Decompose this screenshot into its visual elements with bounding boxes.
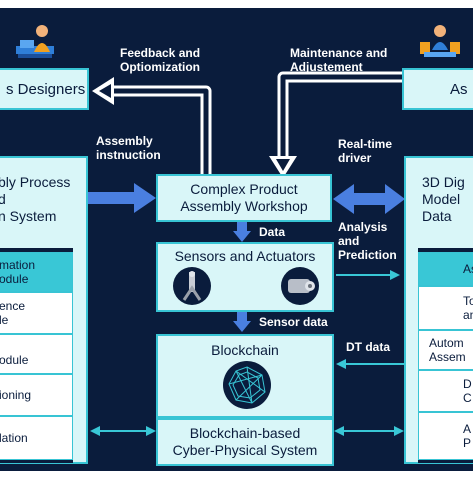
analysis-arrow: [336, 270, 400, 280]
dt-data-arrow: [336, 359, 404, 369]
assembler-person-icon: [420, 25, 460, 57]
data-label: Data: [259, 225, 286, 239]
designer-person-icon: [16, 25, 54, 58]
right-module-1: As: [418, 252, 473, 286]
cps-right-arrow: [334, 426, 404, 436]
assembler-box: As: [402, 68, 473, 110]
left-module-3: odule: [0, 334, 73, 374]
blockchain-network-icon: [223, 361, 271, 409]
sensor-data-label: Sensor data: [259, 315, 328, 329]
actuator-motor-icon: [281, 267, 319, 305]
robot-arm-icon: [173, 267, 211, 305]
data-arrow: [233, 222, 251, 242]
left-module-4: ioning: [0, 374, 73, 416]
cps-box: Blockchain-based Cyber-Physical System: [156, 418, 334, 466]
arrows-layer: [86, 71, 405, 436]
sensors-box: Sensors and Actuators: [156, 242, 334, 312]
assembler-box-label: As: [450, 80, 468, 98]
cps-left-arrow: [90, 426, 156, 436]
sensors-box-label: Sensors and Actuators: [174, 248, 316, 264]
sensor-data-arrow: [233, 312, 251, 332]
designers-box: s Designers: [0, 68, 89, 110]
feedback-arrow: [92, 77, 212, 176]
left-panel-title: bly Process d n System: [0, 174, 71, 224]
right-panel-title: 3D Dig Model Data: [422, 174, 465, 224]
blockchain-box: Blockchain: [156, 334, 334, 418]
designers-box-label: s Designers: [6, 80, 86, 98]
right-module-2: Toan: [418, 286, 473, 330]
realtime-double-arrow: [333, 184, 405, 214]
assembly-instruction-arrow: [86, 183, 156, 213]
left-module-2: encele: [0, 292, 73, 334]
blockchain-box-label: Blockchain: [211, 342, 279, 358]
left-module-5: lation: [0, 416, 73, 460]
maintenance-arrow: [269, 71, 402, 178]
workshop-box: Complex Product Assembly Workshop: [156, 174, 332, 222]
dt-data-label: DT data: [346, 340, 391, 354]
